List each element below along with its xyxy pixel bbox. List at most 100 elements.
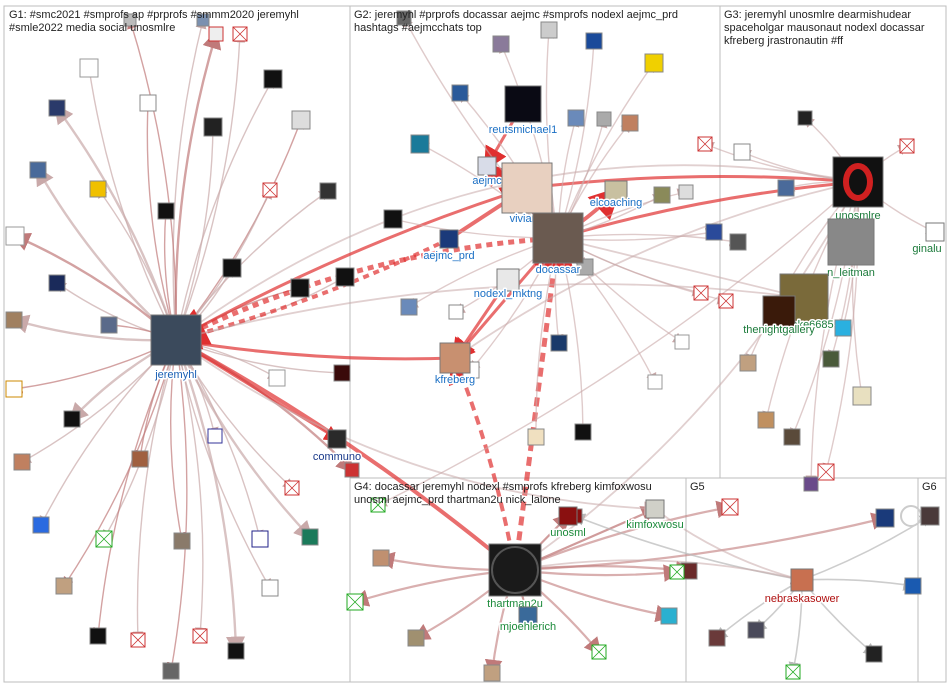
node-unosml[interactable] bbox=[558, 506, 578, 526]
avatar-node[interactable] bbox=[550, 334, 568, 352]
node-reutsmichael1[interactable] bbox=[504, 85, 542, 123]
avatar-node[interactable] bbox=[567, 109, 585, 127]
node-thenightgallery[interactable] bbox=[762, 295, 796, 329]
avatar-node[interactable] bbox=[410, 134, 430, 154]
avatar-node[interactable] bbox=[733, 143, 751, 161]
node-elcoaching[interactable] bbox=[604, 180, 628, 204]
avatar-node[interactable] bbox=[451, 84, 469, 102]
node-n_leitman[interactable] bbox=[827, 218, 875, 266]
avatar-node[interactable] bbox=[407, 629, 425, 647]
avatar-node[interactable] bbox=[139, 94, 157, 112]
avatar-node[interactable] bbox=[100, 316, 118, 334]
avatar-node[interactable] bbox=[875, 508, 895, 528]
avatar-node[interactable] bbox=[268, 369, 286, 387]
avatar-node[interactable] bbox=[29, 161, 47, 179]
avatar-node[interactable] bbox=[251, 530, 269, 548]
node-mjoehlerich[interactable] bbox=[518, 606, 538, 626]
node-aejmc_prd[interactable] bbox=[439, 229, 459, 249]
avatar-node[interactable] bbox=[301, 528, 319, 546]
avatar-node[interactable] bbox=[79, 58, 99, 78]
edge bbox=[54, 104, 178, 341]
avatar-node[interactable] bbox=[207, 428, 223, 444]
avatar-node[interactable] bbox=[834, 319, 852, 337]
avatar-node[interactable] bbox=[5, 226, 25, 246]
avatar-node[interactable] bbox=[13, 453, 31, 471]
avatar-node[interactable] bbox=[865, 645, 883, 663]
avatar-node[interactable] bbox=[483, 664, 501, 682]
avatar-node[interactable] bbox=[904, 577, 922, 595]
avatar-node[interactable] bbox=[852, 386, 872, 406]
avatar-node[interactable] bbox=[757, 411, 775, 429]
avatar-node[interactable] bbox=[396, 10, 412, 26]
avatar-node[interactable] bbox=[48, 274, 66, 292]
node-communo[interactable] bbox=[327, 429, 347, 449]
node-ginalu[interactable] bbox=[925, 222, 945, 242]
node-nebraskasower[interactable] bbox=[790, 568, 814, 592]
avatar-node[interactable] bbox=[803, 476, 819, 492]
avatar-node[interactable] bbox=[261, 579, 279, 597]
avatar-node[interactable] bbox=[89, 180, 107, 198]
avatar-node[interactable] bbox=[196, 13, 210, 27]
avatar-node[interactable] bbox=[822, 350, 840, 368]
avatar-node[interactable] bbox=[739, 354, 757, 372]
avatar-node[interactable] bbox=[527, 428, 545, 446]
avatar-node[interactable] bbox=[674, 334, 690, 350]
avatar-node[interactable] bbox=[227, 642, 245, 660]
avatar-node[interactable] bbox=[647, 374, 663, 390]
avatar-node[interactable] bbox=[32, 516, 50, 534]
avatar-node[interactable] bbox=[5, 311, 23, 329]
avatar-node[interactable] bbox=[123, 13, 137, 27]
avatar-node[interactable] bbox=[55, 577, 73, 595]
avatar-node[interactable] bbox=[291, 110, 311, 130]
node-nodexl_mktng[interactable] bbox=[496, 268, 520, 292]
avatar-node[interactable] bbox=[400, 298, 418, 316]
avatar-node[interactable] bbox=[660, 607, 678, 625]
node-aejmc[interactable] bbox=[477, 156, 497, 176]
avatar-node[interactable] bbox=[63, 410, 81, 428]
avatar-node[interactable] bbox=[585, 32, 603, 50]
avatar-node[interactable] bbox=[729, 233, 747, 251]
avatar-node[interactable] bbox=[89, 627, 107, 645]
avatar-node[interactable] bbox=[448, 304, 464, 320]
avatar-node[interactable] bbox=[705, 223, 723, 241]
avatar-node[interactable] bbox=[596, 111, 612, 127]
avatar-node[interactable] bbox=[319, 182, 337, 200]
avatar-node[interactable] bbox=[747, 621, 765, 639]
missing-image-icon bbox=[370, 497, 386, 513]
avatar-node[interactable] bbox=[173, 532, 191, 550]
avatar-node[interactable] bbox=[290, 278, 310, 298]
avatar-node[interactable] bbox=[335, 267, 355, 287]
avatar-node[interactable] bbox=[344, 462, 360, 478]
avatar-node[interactable] bbox=[5, 380, 23, 398]
avatar-node[interactable] bbox=[492, 35, 510, 53]
avatar-node[interactable] bbox=[157, 202, 175, 220]
avatar-node[interactable] bbox=[131, 450, 149, 468]
avatar-node[interactable] bbox=[203, 117, 223, 137]
node-kimfoxwosu[interactable] bbox=[645, 499, 665, 519]
avatar-node[interactable] bbox=[708, 629, 726, 647]
avatar-node[interactable] bbox=[383, 209, 403, 229]
avatar-node[interactable] bbox=[333, 364, 351, 382]
avatar-node[interactable] bbox=[574, 423, 592, 441]
avatar-node[interactable] bbox=[48, 99, 66, 117]
avatar-node[interactable] bbox=[621, 114, 639, 132]
node-kfreberg[interactable] bbox=[439, 342, 471, 374]
avatar-node[interactable] bbox=[208, 26, 224, 42]
avatar-node[interactable] bbox=[777, 179, 795, 197]
edge bbox=[557, 237, 808, 303]
avatar-node[interactable] bbox=[372, 549, 390, 567]
avatar-node[interactable] bbox=[678, 184, 694, 200]
node-thartman2u[interactable] bbox=[488, 543, 542, 597]
avatar-node[interactable] bbox=[162, 662, 180, 680]
avatar-node[interactable] bbox=[920, 506, 940, 526]
avatar-node[interactable] bbox=[540, 21, 558, 39]
avatar-node[interactable] bbox=[797, 110, 813, 126]
avatar-node[interactable] bbox=[783, 428, 801, 446]
avatar-node[interactable] bbox=[653, 186, 671, 204]
avatar-node[interactable] bbox=[644, 53, 664, 73]
node-jeremyhl[interactable] bbox=[150, 314, 202, 366]
avatar-node[interactable] bbox=[263, 69, 283, 89]
node-vivianfr[interactable] bbox=[501, 162, 553, 214]
node-docassar[interactable] bbox=[532, 212, 584, 264]
avatar-node[interactable] bbox=[222, 258, 242, 278]
